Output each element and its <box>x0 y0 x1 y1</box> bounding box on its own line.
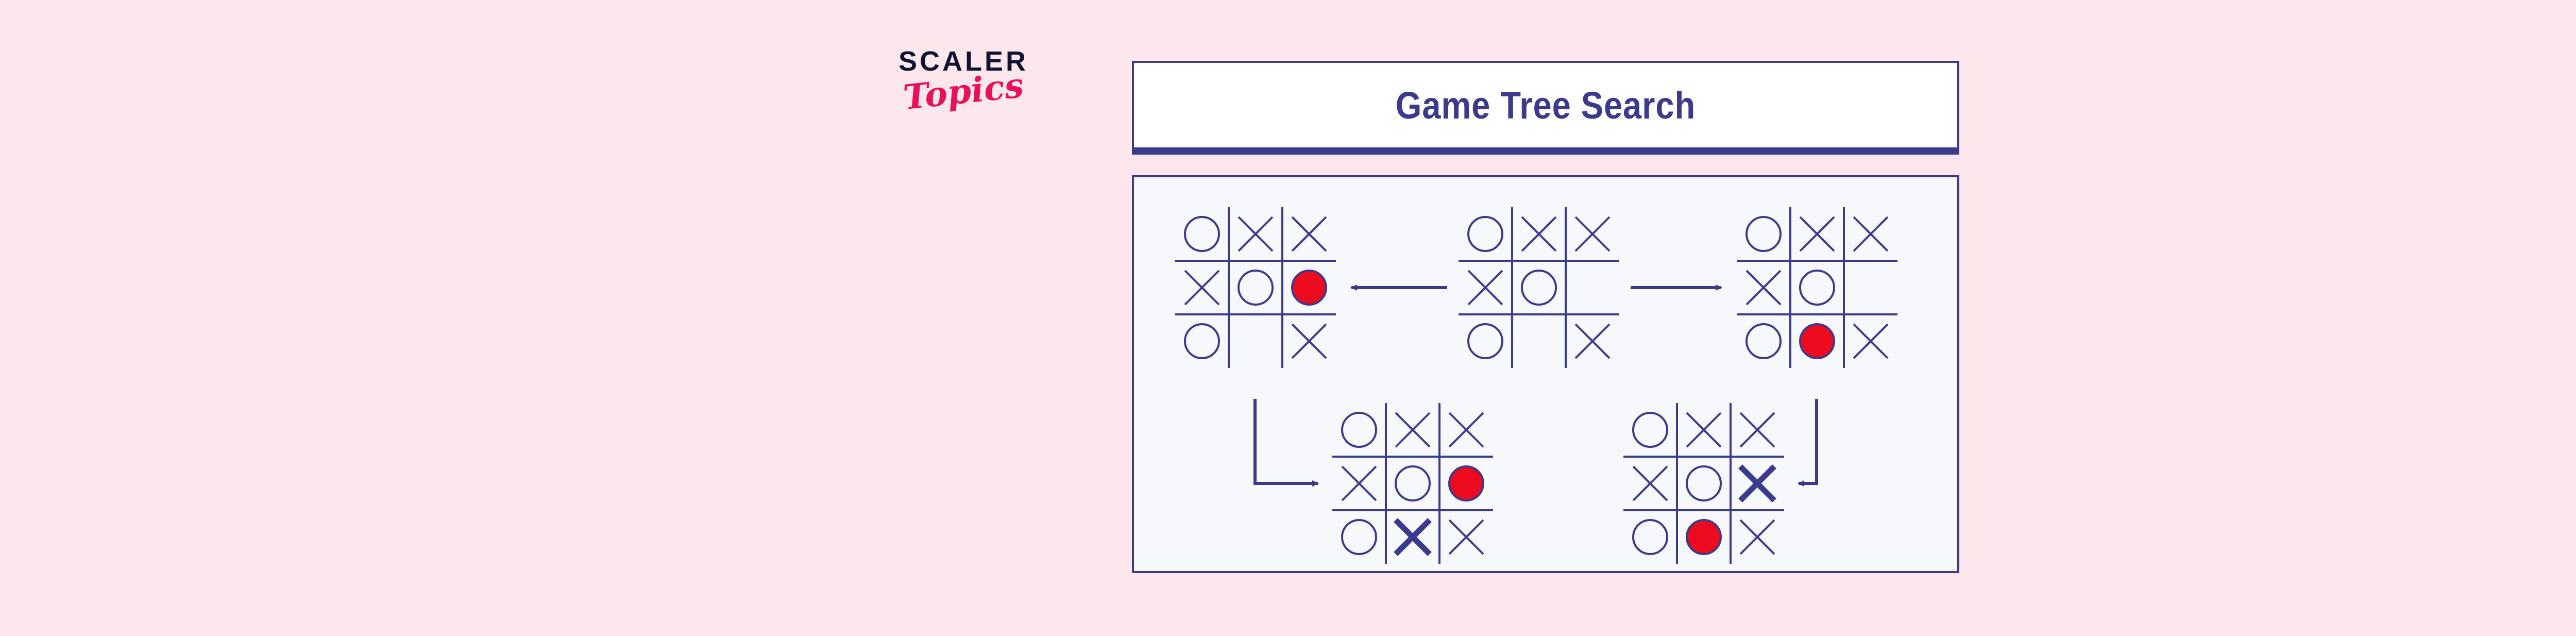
board-cell-1-1 <box>1184 216 1220 252</box>
cross-icon <box>1521 216 1557 252</box>
board-cell-3-2 <box>1799 323 1835 359</box>
cross-icon <box>1467 270 1503 306</box>
child-board-left <box>1175 207 1336 368</box>
cross-new-icon <box>1738 464 1776 503</box>
cross-icon <box>1853 323 1889 359</box>
board-cell-2-2 <box>1238 270 1274 306</box>
board-cell-1-1 <box>1341 412 1377 448</box>
nought-icon <box>1184 323 1220 359</box>
nought-icon <box>1395 465 1431 501</box>
cross-icon <box>1739 519 1775 555</box>
cross-icon <box>1291 216 1327 252</box>
board-cell-1-3 <box>1448 412 1484 448</box>
cross-icon <box>1799 216 1835 252</box>
board-cell-3-1 <box>1745 323 1782 359</box>
board-cell-1-3 <box>1574 216 1611 252</box>
cross-icon <box>1574 216 1611 252</box>
page-title: Game Tree Search <box>1395 83 1696 127</box>
logo-wordmark-scaler: SCALER <box>898 46 1028 77</box>
board-cell-3-3 <box>1448 519 1484 555</box>
nought-new-icon <box>1686 519 1722 555</box>
nought-icon <box>1745 216 1782 252</box>
board-cell-3-1 <box>1632 519 1668 555</box>
cross-icon <box>1341 465 1377 501</box>
elbow-right-child-to-grandchild <box>1798 399 1818 487</box>
cross-icon <box>1739 412 1775 448</box>
scaler-topics-logo: SCALER Topics <box>876 47 1061 135</box>
nought-icon <box>1632 412 1668 448</box>
connectors-layer <box>1253 284 1818 487</box>
board-cell-2-2 <box>1799 270 1835 306</box>
board-cell-2-1 <box>1467 270 1503 306</box>
cross-icon <box>1632 465 1668 501</box>
board-cell-1-3 <box>1291 216 1327 252</box>
cross-icon <box>1291 323 1327 359</box>
cross-icon <box>1574 323 1611 359</box>
grandchild-board-right <box>1623 403 1784 564</box>
board-cell-2-3 <box>1448 465 1484 501</box>
cross-icon <box>1238 216 1274 252</box>
cross-icon <box>1448 519 1484 555</box>
elbow-left-child-to-grandchild <box>1253 399 1319 487</box>
game-tree-canvas <box>1175 207 1897 564</box>
board-cell-1-3 <box>1739 412 1775 448</box>
cross-icon <box>1448 412 1484 448</box>
board-cell-3-3 <box>1853 323 1889 359</box>
board-cell-1-2 <box>1395 412 1431 448</box>
board-cell-1-2 <box>1521 216 1557 252</box>
cross-icon <box>1686 412 1722 448</box>
board-cell-1-2 <box>1238 216 1274 252</box>
nought-icon <box>1467 216 1503 252</box>
board-cell-1-3 <box>1853 216 1889 252</box>
board-cell-2-1 <box>1632 465 1668 501</box>
board-cell-1-1 <box>1632 412 1668 448</box>
grandchild-board-left <box>1332 403 1493 564</box>
diagram-panel <box>1132 175 1959 573</box>
boards-layer <box>1175 207 1897 564</box>
root-board <box>1459 207 1619 368</box>
board-cell-2-2 <box>1686 465 1722 501</box>
board-cell-3-1 <box>1341 519 1377 555</box>
nought-icon <box>1799 270 1835 306</box>
board-cell-1-1 <box>1745 216 1782 252</box>
nought-icon <box>1467 323 1503 359</box>
nought-new-icon <box>1799 323 1835 359</box>
title-card: Game Tree Search <box>1132 61 1959 155</box>
board-cell-3-1 <box>1184 323 1220 359</box>
cross-icon <box>1395 412 1431 448</box>
board-cell-3-1 <box>1467 323 1503 359</box>
board-cell-2-2 <box>1395 465 1431 501</box>
cross-new-icon <box>1394 518 1432 556</box>
board-cell-3-3 <box>1574 323 1611 359</box>
board-cell-3-2 <box>1686 519 1722 555</box>
board-cell-1-2 <box>1799 216 1835 252</box>
board-cell-3-2 <box>1394 518 1432 556</box>
board-cell-3-3 <box>1739 519 1775 555</box>
nought-icon <box>1521 270 1557 306</box>
nought-icon <box>1632 519 1668 555</box>
board-cell-2-1 <box>1745 270 1782 306</box>
board-cell-1-2 <box>1686 412 1722 448</box>
board-cell-2-1 <box>1341 465 1377 501</box>
nought-icon <box>1341 519 1377 555</box>
board-cell-3-3 <box>1291 323 1327 359</box>
board-cell-1-1 <box>1467 216 1503 252</box>
cross-icon <box>1745 270 1782 306</box>
board-cell-2-1 <box>1184 270 1220 306</box>
nought-icon <box>1341 412 1377 448</box>
nought-icon <box>1686 465 1722 501</box>
board-cell-2-3 <box>1291 270 1327 306</box>
child-board-right <box>1737 207 1897 368</box>
cross-icon <box>1853 216 1889 252</box>
board-cell-2-3 <box>1738 464 1776 503</box>
nought-icon <box>1184 216 1220 252</box>
nought-icon <box>1745 323 1782 359</box>
nought-new-icon <box>1291 270 1327 306</box>
nought-icon <box>1238 270 1274 306</box>
nought-new-icon <box>1448 465 1484 501</box>
cross-icon <box>1184 270 1220 306</box>
board-cell-2-2 <box>1521 270 1557 306</box>
